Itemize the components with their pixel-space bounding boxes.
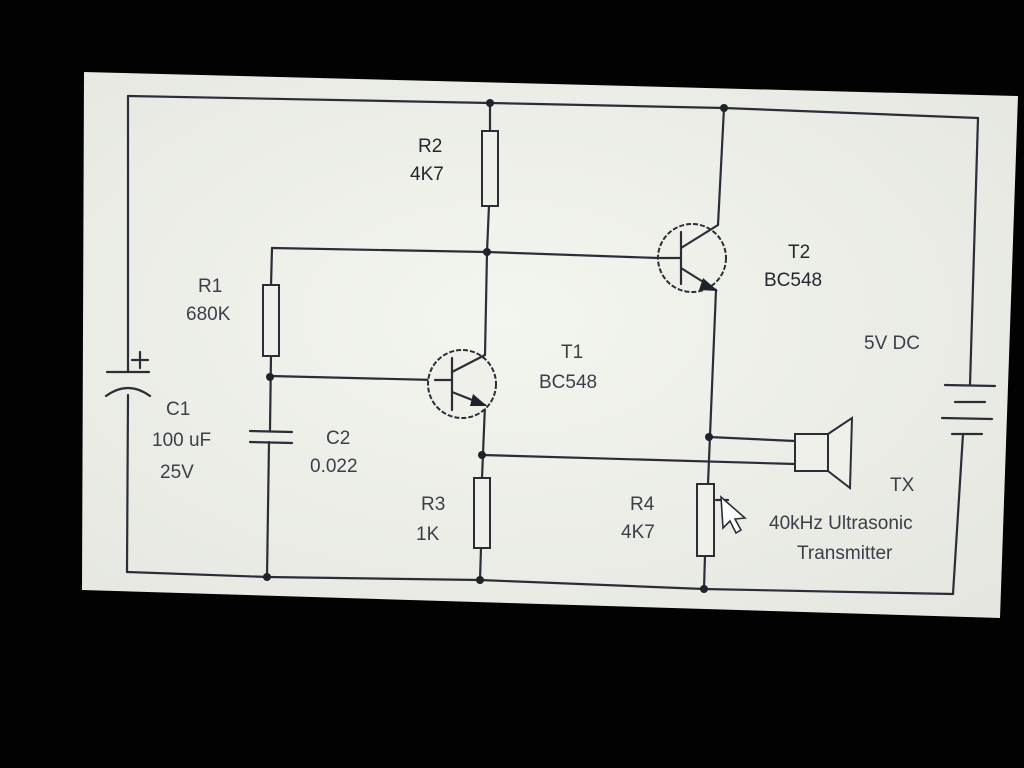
r4-value-label: 4K7 — [621, 522, 655, 543]
tx-name-label: TX — [890, 475, 915, 496]
c1-rating-label: 25V — [160, 462, 194, 483]
r2-name-label: R2 — [418, 136, 442, 157]
r2-value-label: 4K7 — [410, 164, 444, 185]
resistor-r3 — [473, 477, 491, 549]
t2-name-label: T2 — [788, 242, 810, 263]
transistor-t1 — [427, 349, 497, 419]
r3-value-label: 1K — [416, 524, 440, 545]
mouse-cursor-icon — [720, 495, 747, 535]
t1-name-label: T1 — [561, 342, 583, 363]
ultrasonic-transmitter-speaker — [794, 416, 854, 490]
c1-value-label: 100 uF — [152, 430, 211, 451]
r1-name-label: R1 — [198, 276, 222, 297]
resistor-r1 — [262, 284, 280, 357]
t2-model-label: BC548 — [764, 270, 822, 291]
junction-dots — [263, 99, 728, 593]
resistor-r2 — [481, 130, 499, 207]
capacitor-c1 — [104, 350, 152, 398]
screen-area — [82, 72, 1018, 618]
tx-description-line2: Transmitter — [797, 543, 893, 564]
r4-name-label: R4 — [630, 494, 655, 515]
transistor-t2 — [656, 223, 727, 293]
c2-value-label: 0.022 — [310, 456, 358, 477]
r1-value-label: 680K — [186, 304, 231, 325]
r3-name-label: R3 — [421, 494, 445, 515]
tx-description-line1: 40kHz Ultrasonic — [769, 513, 913, 534]
capacitor-c2 — [248, 429, 294, 445]
battery-symbol — [940, 383, 997, 436]
c2-name-label: C2 — [326, 428, 350, 449]
t1-model-label: BC548 — [539, 372, 597, 393]
battery-voltage-label: 5V DC — [864, 333, 920, 354]
c1-name-label: C1 — [166, 399, 190, 420]
